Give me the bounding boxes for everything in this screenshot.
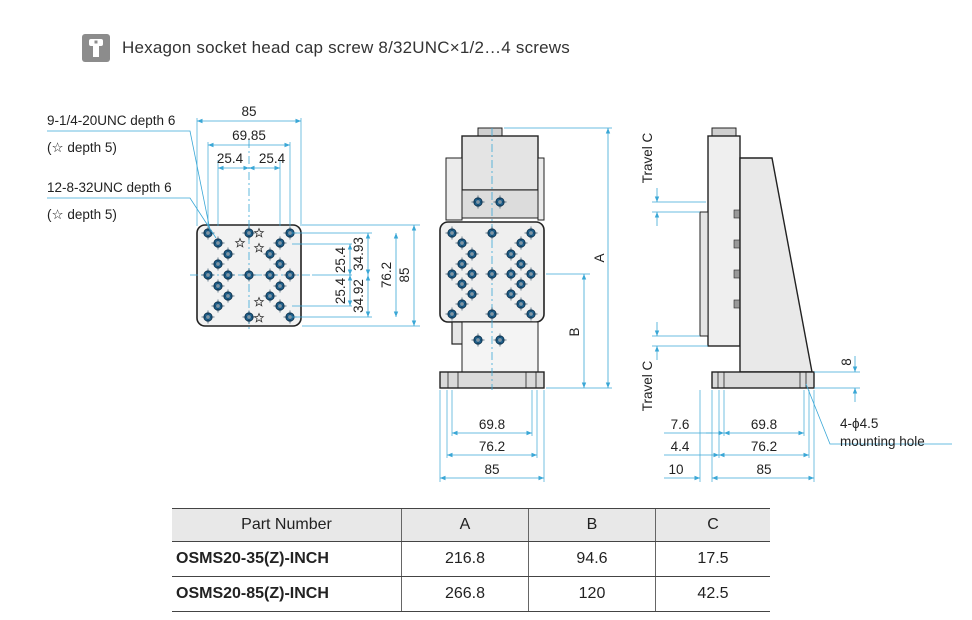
callout-2-line1: 12-8-32UNC depth 6 — [47, 180, 172, 195]
header: Hexagon socket head cap screw 8/32UNC×1/… — [82, 33, 570, 63]
header-c: C — [655, 508, 770, 542]
c-value-cell: 42.5 — [655, 576, 770, 612]
a-value-cell: 216.8 — [401, 541, 529, 577]
side-dim-8: 8 — [839, 358, 854, 366]
dim-v-25-4-a: 25.4 — [333, 246, 348, 273]
side-dim-69-8: 69.8 — [751, 417, 777, 432]
dim-v-85: 85 — [397, 267, 412, 282]
a-value-cell: 266.8 — [401, 576, 529, 612]
side-dim-4-4: 4.4 — [671, 439, 690, 454]
dim-v-34-93: 34.93 — [351, 237, 366, 271]
header-part-number: Part Number — [172, 508, 402, 542]
mounting-note-line2: mounting hole — [840, 434, 925, 449]
travel-c-bottom: Travel C — [640, 361, 655, 412]
dim-25-4-b: 25.4 — [259, 151, 286, 166]
part-number-cell: OSMS20-85(Z)-INCH — [172, 576, 402, 612]
side-dim-7-6: 7.6 — [671, 417, 690, 432]
header-title: Hexagon socket head cap screw 8/32UNC×1/… — [122, 38, 570, 57]
side-dim-10: 10 — [668, 462, 683, 477]
side-dim-76-2: 76.2 — [751, 439, 777, 454]
dim-85-top: 85 — [241, 104, 256, 119]
c-value-cell: 17.5 — [655, 541, 770, 577]
socket-head-screw-icon — [82, 34, 110, 62]
header-b: B — [528, 508, 656, 542]
side-view: Travel C Travel C 8 4-ϕ4.5 mounting hole… — [640, 127, 952, 482]
dim-B: B — [567, 327, 582, 336]
dim-v-34-92: 34.92 — [351, 279, 366, 313]
dim-69-85: 69.85 — [232, 128, 266, 143]
mounting-note-line1: 4-ϕ4.5 — [840, 416, 878, 431]
table-header-row: Part Number A B C — [172, 508, 770, 542]
b-value-cell: 94.6 — [528, 541, 656, 577]
dim-25-4-a: 25.4 — [217, 151, 244, 166]
front-view: A B 69.8 76.2 85 — [439, 127, 612, 482]
header-a: A — [401, 508, 529, 542]
technical-drawing: 85 69.85 25.4 25.4 25.4 25.4 34.93 34.92… — [47, 104, 952, 482]
parts-table: Part Number A B C OSMS20-35(Z)-INCH 216.… — [172, 508, 770, 612]
callout-2-line2: (☆ depth 5) — [47, 207, 117, 222]
dim-v-76-2: 76.2 — [379, 262, 394, 288]
front-dim-69-8: 69.8 — [479, 417, 505, 432]
side-dim-85: 85 — [756, 462, 771, 477]
dim-A: A — [592, 253, 607, 262]
b-value-cell: 120 — [528, 576, 656, 612]
table-row: OSMS20-35(Z)-INCH 216.8 94.6 17.5 — [172, 541, 770, 577]
top-view: 85 69.85 25.4 25.4 25.4 25.4 34.93 34.92… — [47, 104, 420, 332]
dim-v-25-4-b: 25.4 — [333, 277, 348, 304]
callout-1-line2: (☆ depth 5) — [47, 140, 117, 155]
part-number-cell: OSMS20-35(Z)-INCH — [172, 541, 402, 577]
table-row: OSMS20-85(Z)-INCH 266.8 120 42.5 — [172, 576, 770, 612]
callout-1-line1: 9-1/4-20UNC depth 6 — [47, 113, 175, 128]
front-dim-85: 85 — [484, 462, 499, 477]
front-dim-76-2: 76.2 — [479, 439, 505, 454]
travel-c-top: Travel C — [640, 133, 655, 184]
